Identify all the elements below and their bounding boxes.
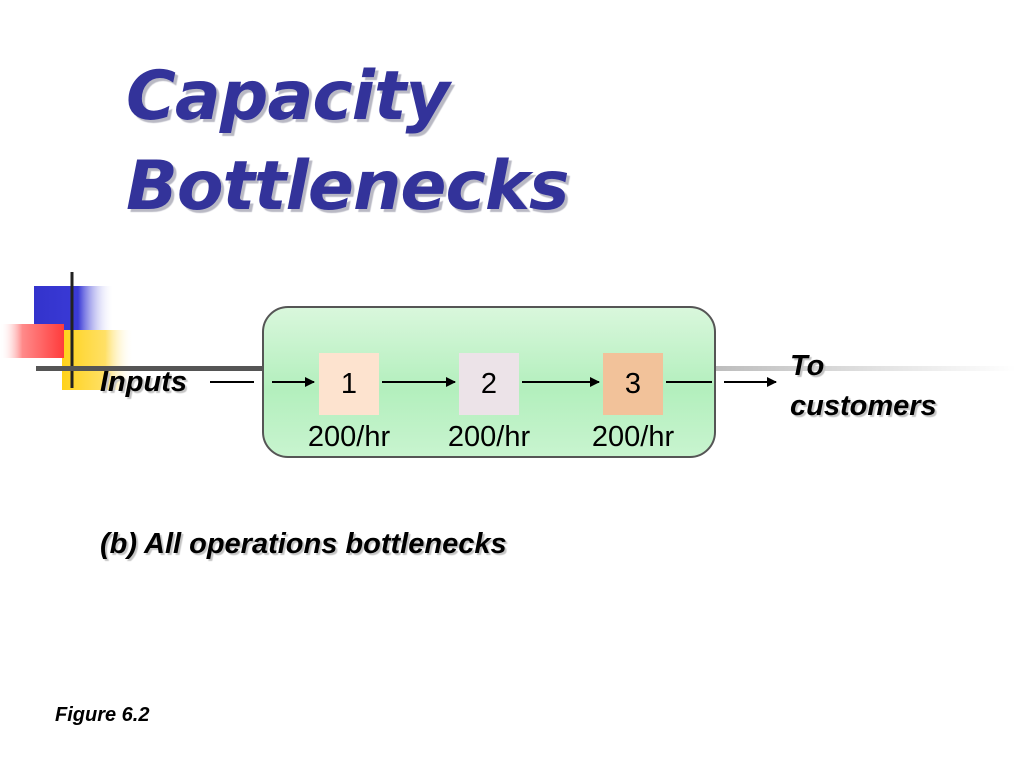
operation-2-box: 2 bbox=[459, 353, 519, 415]
input-line bbox=[36, 366, 266, 371]
operation-1-box: 1 bbox=[319, 353, 379, 415]
operation-3-box: 3 bbox=[603, 353, 663, 415]
title-line-1: Capacity bbox=[126, 57, 450, 136]
slide-title: Capacity Bottlenecks bbox=[126, 52, 570, 232]
to-customers-line-2: customers bbox=[790, 390, 937, 422]
decorative-squares bbox=[0, 272, 134, 390]
operation-1-rate: 200/hr bbox=[307, 421, 391, 453]
to-customers-line-1: To bbox=[790, 350, 825, 382]
inputs-label: Inputs bbox=[100, 366, 187, 398]
output-line bbox=[716, 366, 1016, 371]
title-line-2: Bottlenecks bbox=[126, 147, 570, 226]
figure-label: Figure 6.2 bbox=[55, 704, 150, 726]
to-customers-label: To customers bbox=[790, 346, 937, 426]
operation-3-rate: 200/hr bbox=[591, 421, 675, 453]
diagram-caption: (b) All operations bottlenecks bbox=[100, 528, 507, 560]
operation-2-rate: 200/hr bbox=[447, 421, 531, 453]
